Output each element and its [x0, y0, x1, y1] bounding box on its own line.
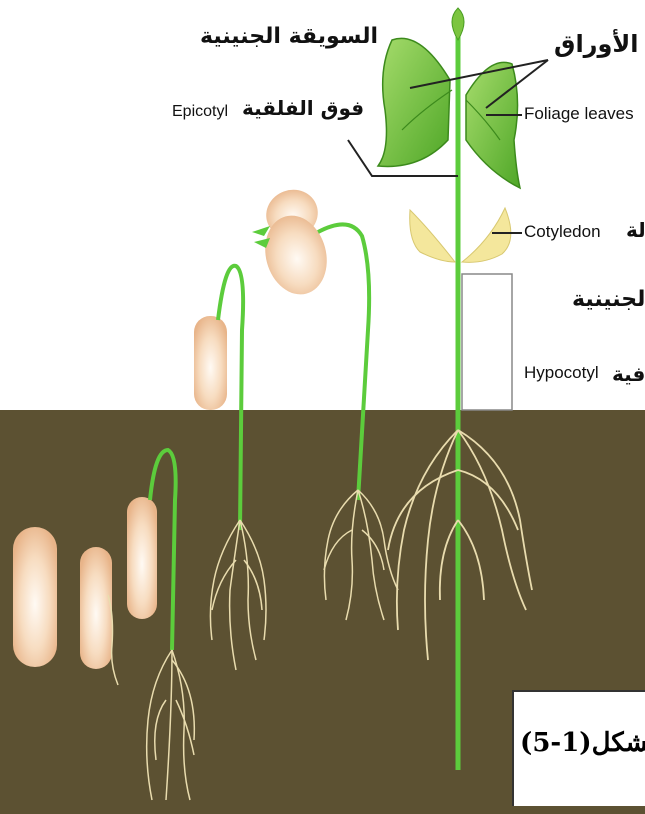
foliage-leaves-label-english: Foliage leaves: [524, 104, 634, 124]
hypocotyl-bracket: [462, 274, 512, 410]
cotyledon-label-english: Cotyledon: [524, 222, 601, 242]
right-foliage-leaf: [466, 62, 520, 188]
left-cotyledon: [410, 210, 455, 262]
epicotyl-label-arabic-line2: فوق الفلقية: [242, 96, 364, 120]
foliage-leaves-label-arabic: الأوراق: [554, 30, 639, 58]
figure-caption: الشكل(1-5): [520, 728, 645, 758]
epicotyl-label-english: Epicotyl: [172, 103, 228, 121]
epicotyl-label-arabic-line1: السويقة الجنينية: [200, 24, 378, 49]
hypocotyl-label-arabic-line2: فية: [612, 362, 645, 386]
right-cotyledon: [462, 208, 511, 262]
left-foliage-leaf: [378, 38, 450, 166]
hypocotyl-label-arabic-line1: الجنينية: [572, 287, 645, 312]
seed-stage-1: [13, 527, 57, 667]
hypocotyl-label-english: Hypocotyl: [524, 363, 599, 383]
cotyledon-label-arabic: لة: [626, 218, 645, 242]
